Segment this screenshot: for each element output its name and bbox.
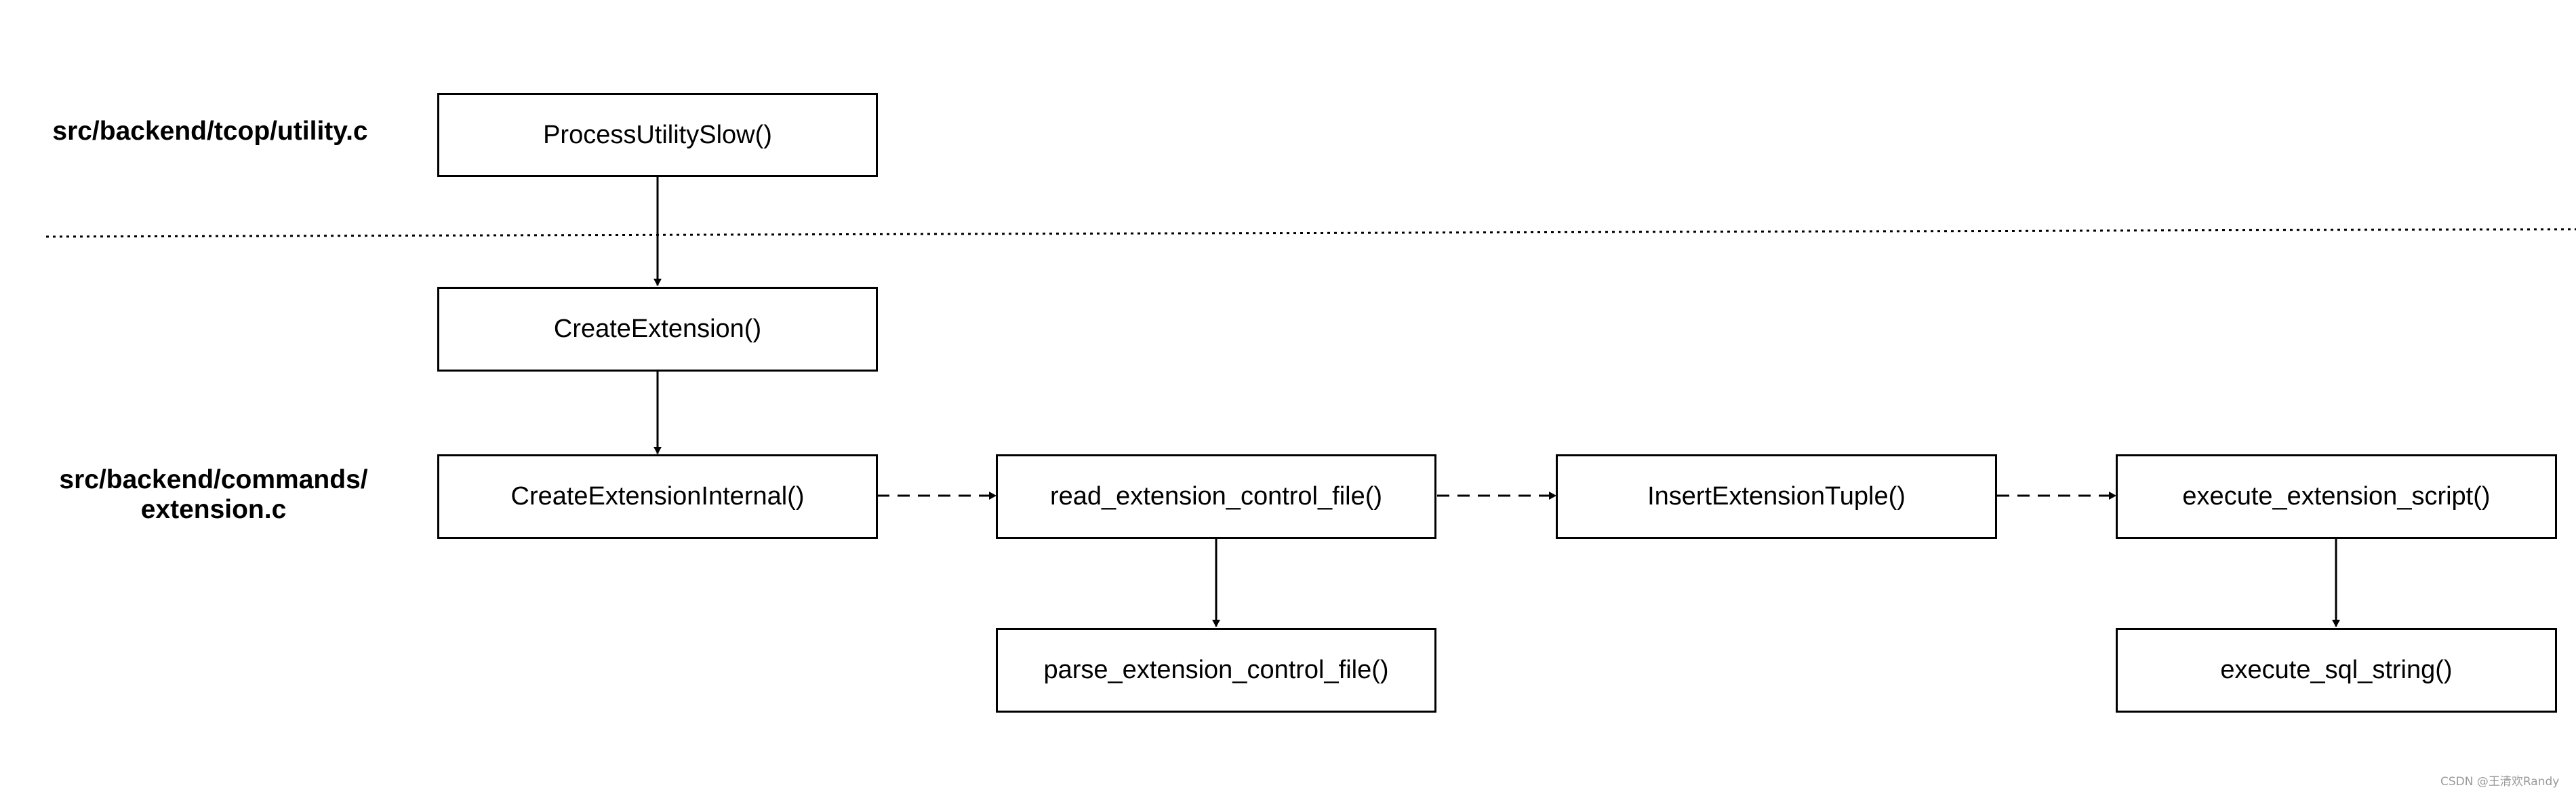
node-read-extension-control-file: read_extension_control_file() xyxy=(996,454,1436,539)
node-label: execute_sql_string() xyxy=(2220,656,2453,684)
extension-file-label: src/backend/commands/ extension.c xyxy=(27,465,400,525)
watermark: CSDN @王清欢Randy xyxy=(2440,775,2560,789)
extension-file-line2: extension.c xyxy=(140,495,287,524)
node-create-extension: CreateExtension() xyxy=(437,287,878,372)
node-parse-extension-control-file: parse_extension_control_file() xyxy=(996,628,1436,713)
utility-file-label: src/backend/tcop/utility.c xyxy=(27,117,393,146)
utility-file-text: src/backend/tcop/utility.c xyxy=(52,117,368,146)
node-label: CreateExtensionInternal() xyxy=(510,482,805,511)
extension-file-line1: src/backend/commands/ xyxy=(59,465,368,494)
node-label: parse_extension_control_file() xyxy=(1043,656,1389,684)
node-label: read_extension_control_file() xyxy=(1049,482,1383,511)
node-label: CreateExtension() xyxy=(553,315,762,343)
node-process-utility-slow: ProcessUtilitySlow() xyxy=(437,93,878,177)
node-label: execute_extension_script() xyxy=(2182,482,2491,511)
module-separator xyxy=(45,228,2576,238)
node-execute-extension-script: execute_extension_script() xyxy=(2116,454,2557,539)
node-execute-sql-string: execute_sql_string() xyxy=(2116,628,2557,713)
node-create-extension-internal: CreateExtensionInternal() xyxy=(437,454,878,539)
node-label: ProcessUtilitySlow() xyxy=(543,120,772,149)
node-insert-extension-tuple: InsertExtensionTuple() xyxy=(1556,454,1997,539)
node-label: InsertExtensionTuple() xyxy=(1647,482,1906,511)
